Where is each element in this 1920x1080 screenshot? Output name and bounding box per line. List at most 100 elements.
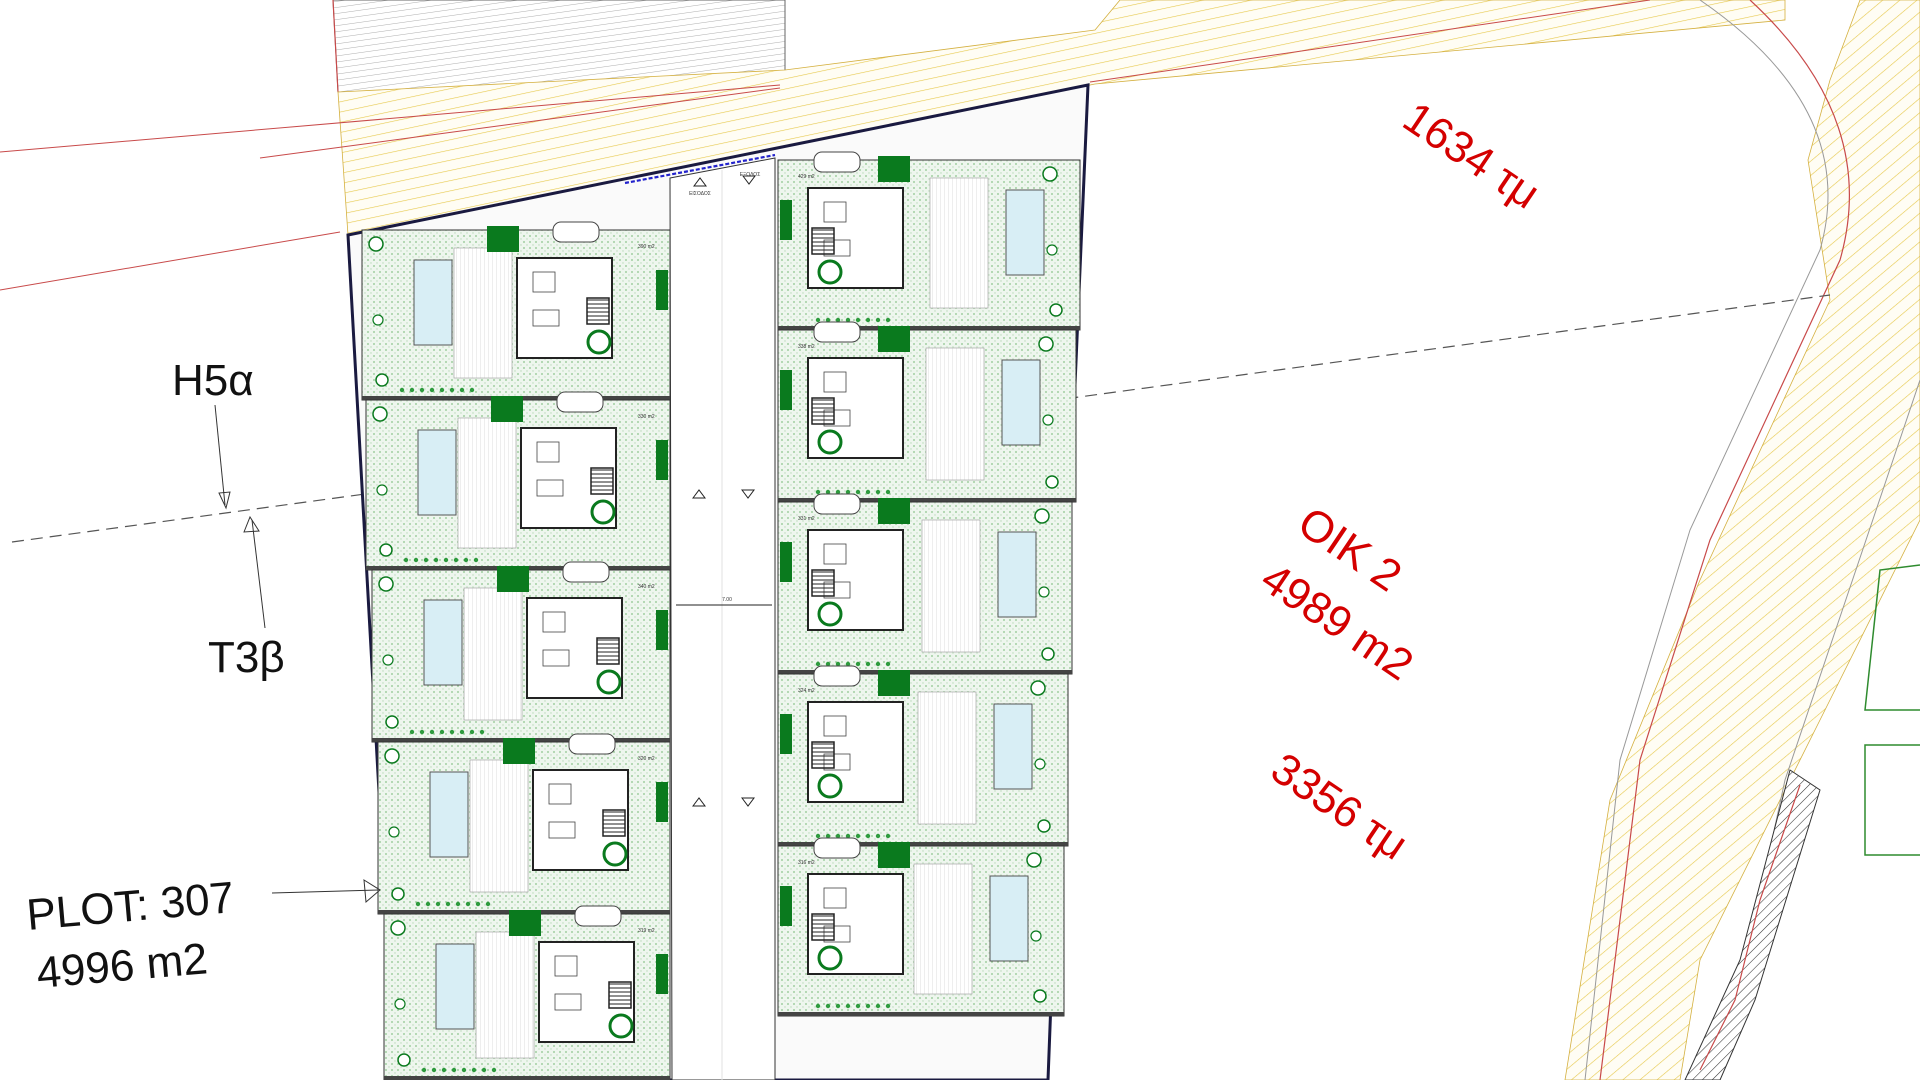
terrace-deck xyxy=(469,759,529,893)
garden-area xyxy=(365,399,671,571)
green-plot-outline xyxy=(1864,564,1920,711)
house-unit[interactable]: 316 m2 xyxy=(777,837,1065,1017)
shrub-dot xyxy=(835,833,841,839)
tree-icon xyxy=(1042,414,1054,426)
tree-group xyxy=(390,920,411,1067)
house-unit[interactable]: 331 m2 xyxy=(777,493,1073,675)
stairs xyxy=(812,571,834,593)
shrub-dot xyxy=(865,1003,871,1009)
tree-icon xyxy=(1041,647,1055,661)
unit-area-label: 338 m2 xyxy=(798,344,815,350)
shrub-dot xyxy=(815,317,821,323)
house-unit[interactable]: 330 m2 xyxy=(365,391,671,571)
shrub-dot xyxy=(439,729,445,735)
table-furniture xyxy=(554,955,578,977)
shrub-dot xyxy=(439,387,445,393)
shrub-dot xyxy=(431,1067,437,1073)
green-hedge xyxy=(780,200,792,240)
sofa-furniture xyxy=(823,409,851,427)
table-furniture xyxy=(536,441,560,463)
tree-icon xyxy=(385,715,399,729)
table-furniture xyxy=(823,715,847,737)
house-unit[interactable]: 320 m2 xyxy=(377,733,671,915)
shrub-dot xyxy=(451,1067,457,1073)
tree-icon xyxy=(397,1053,411,1067)
shrub-dot xyxy=(875,1003,881,1009)
house-unit[interactable]: 340 m2 xyxy=(371,561,671,743)
table-furniture xyxy=(823,887,847,909)
terrace-deck xyxy=(463,587,523,721)
shrub-dot xyxy=(845,1003,851,1009)
green-hedge xyxy=(780,370,792,410)
shrub-dot xyxy=(473,557,479,563)
tree-icon xyxy=(372,406,388,422)
tree-icon xyxy=(1042,166,1058,182)
shrub-dot xyxy=(419,387,425,393)
shrub-dot xyxy=(429,387,435,393)
house-unit[interactable]: 319 m2 xyxy=(383,905,671,1080)
zone-arrow-line xyxy=(214,404,226,506)
shrub-dot xyxy=(825,317,831,323)
pool xyxy=(423,599,463,686)
sofa-furniture xyxy=(532,309,560,327)
exit-arrow-icon xyxy=(742,175,756,185)
tree-icon xyxy=(1037,819,1051,833)
shrub-dot xyxy=(855,833,861,839)
plot-north-edge-blue xyxy=(624,153,776,185)
shrub-dot xyxy=(855,1003,861,1009)
tree-icon xyxy=(394,998,406,1010)
shrub-dot xyxy=(885,1003,891,1009)
stair-outline xyxy=(811,741,835,769)
tree-group xyxy=(1042,166,1063,317)
shrub-dot xyxy=(815,833,821,839)
stair-outline xyxy=(590,467,614,495)
traffic-arrow-down-icon xyxy=(741,489,755,499)
unit-area-label: 390 m2 xyxy=(638,244,655,250)
courtyard-tree-icon xyxy=(608,1013,634,1039)
courtyard-tree-icon xyxy=(817,429,843,455)
unit-area-label: 429 m2 xyxy=(798,174,815,180)
red-setback-line xyxy=(1699,784,1801,1071)
shrub-dot xyxy=(471,1067,477,1073)
tree-icon xyxy=(379,543,393,557)
shrub-dot xyxy=(445,901,451,907)
tree-icon xyxy=(1038,336,1054,352)
shrub-dot xyxy=(461,1067,467,1073)
green-hedge xyxy=(656,440,668,480)
entry-arrow-icon xyxy=(693,177,707,187)
shrub-dot xyxy=(815,661,821,667)
car-icon xyxy=(574,905,622,927)
shrub-dot xyxy=(459,387,465,393)
tree-icon xyxy=(1038,586,1050,598)
stair-outline xyxy=(811,227,835,255)
tree-icon xyxy=(1049,303,1063,317)
plot-divider-wall xyxy=(778,1012,1064,1016)
house-unit[interactable]: 338 m2 xyxy=(777,321,1077,503)
neighbor-upper-area: 1634 τμ xyxy=(1394,93,1548,219)
plot-divider-wall xyxy=(778,498,1076,502)
green-hedge xyxy=(780,886,792,926)
shrub-dot xyxy=(409,729,415,735)
tree-group xyxy=(1030,680,1051,833)
shrub-dot xyxy=(865,833,871,839)
courtyard-tree-icon xyxy=(596,669,622,695)
shrub-dot xyxy=(825,833,831,839)
sofa-furniture xyxy=(823,925,851,943)
plot-label: PLOT: 307 xyxy=(25,873,236,940)
traffic-arrow-down-icon xyxy=(741,797,755,807)
grey-boundary-line xyxy=(1584,0,1829,1080)
shrub-dot xyxy=(885,489,891,495)
house-unit[interactable]: 390 m2 xyxy=(361,221,671,401)
green-hedge xyxy=(656,782,668,822)
house-unit[interactable]: 324 m2 xyxy=(777,665,1069,847)
stairs xyxy=(812,743,834,765)
shrub-dot xyxy=(825,661,831,667)
terrace-deck xyxy=(457,417,517,549)
tree-group xyxy=(1038,336,1059,489)
house-unit[interactable]: 429 m2 xyxy=(777,151,1081,331)
tree-icon xyxy=(368,236,384,252)
terrace-deck xyxy=(475,931,535,1059)
terrace-deck xyxy=(929,177,989,309)
stair-outline xyxy=(586,297,610,325)
